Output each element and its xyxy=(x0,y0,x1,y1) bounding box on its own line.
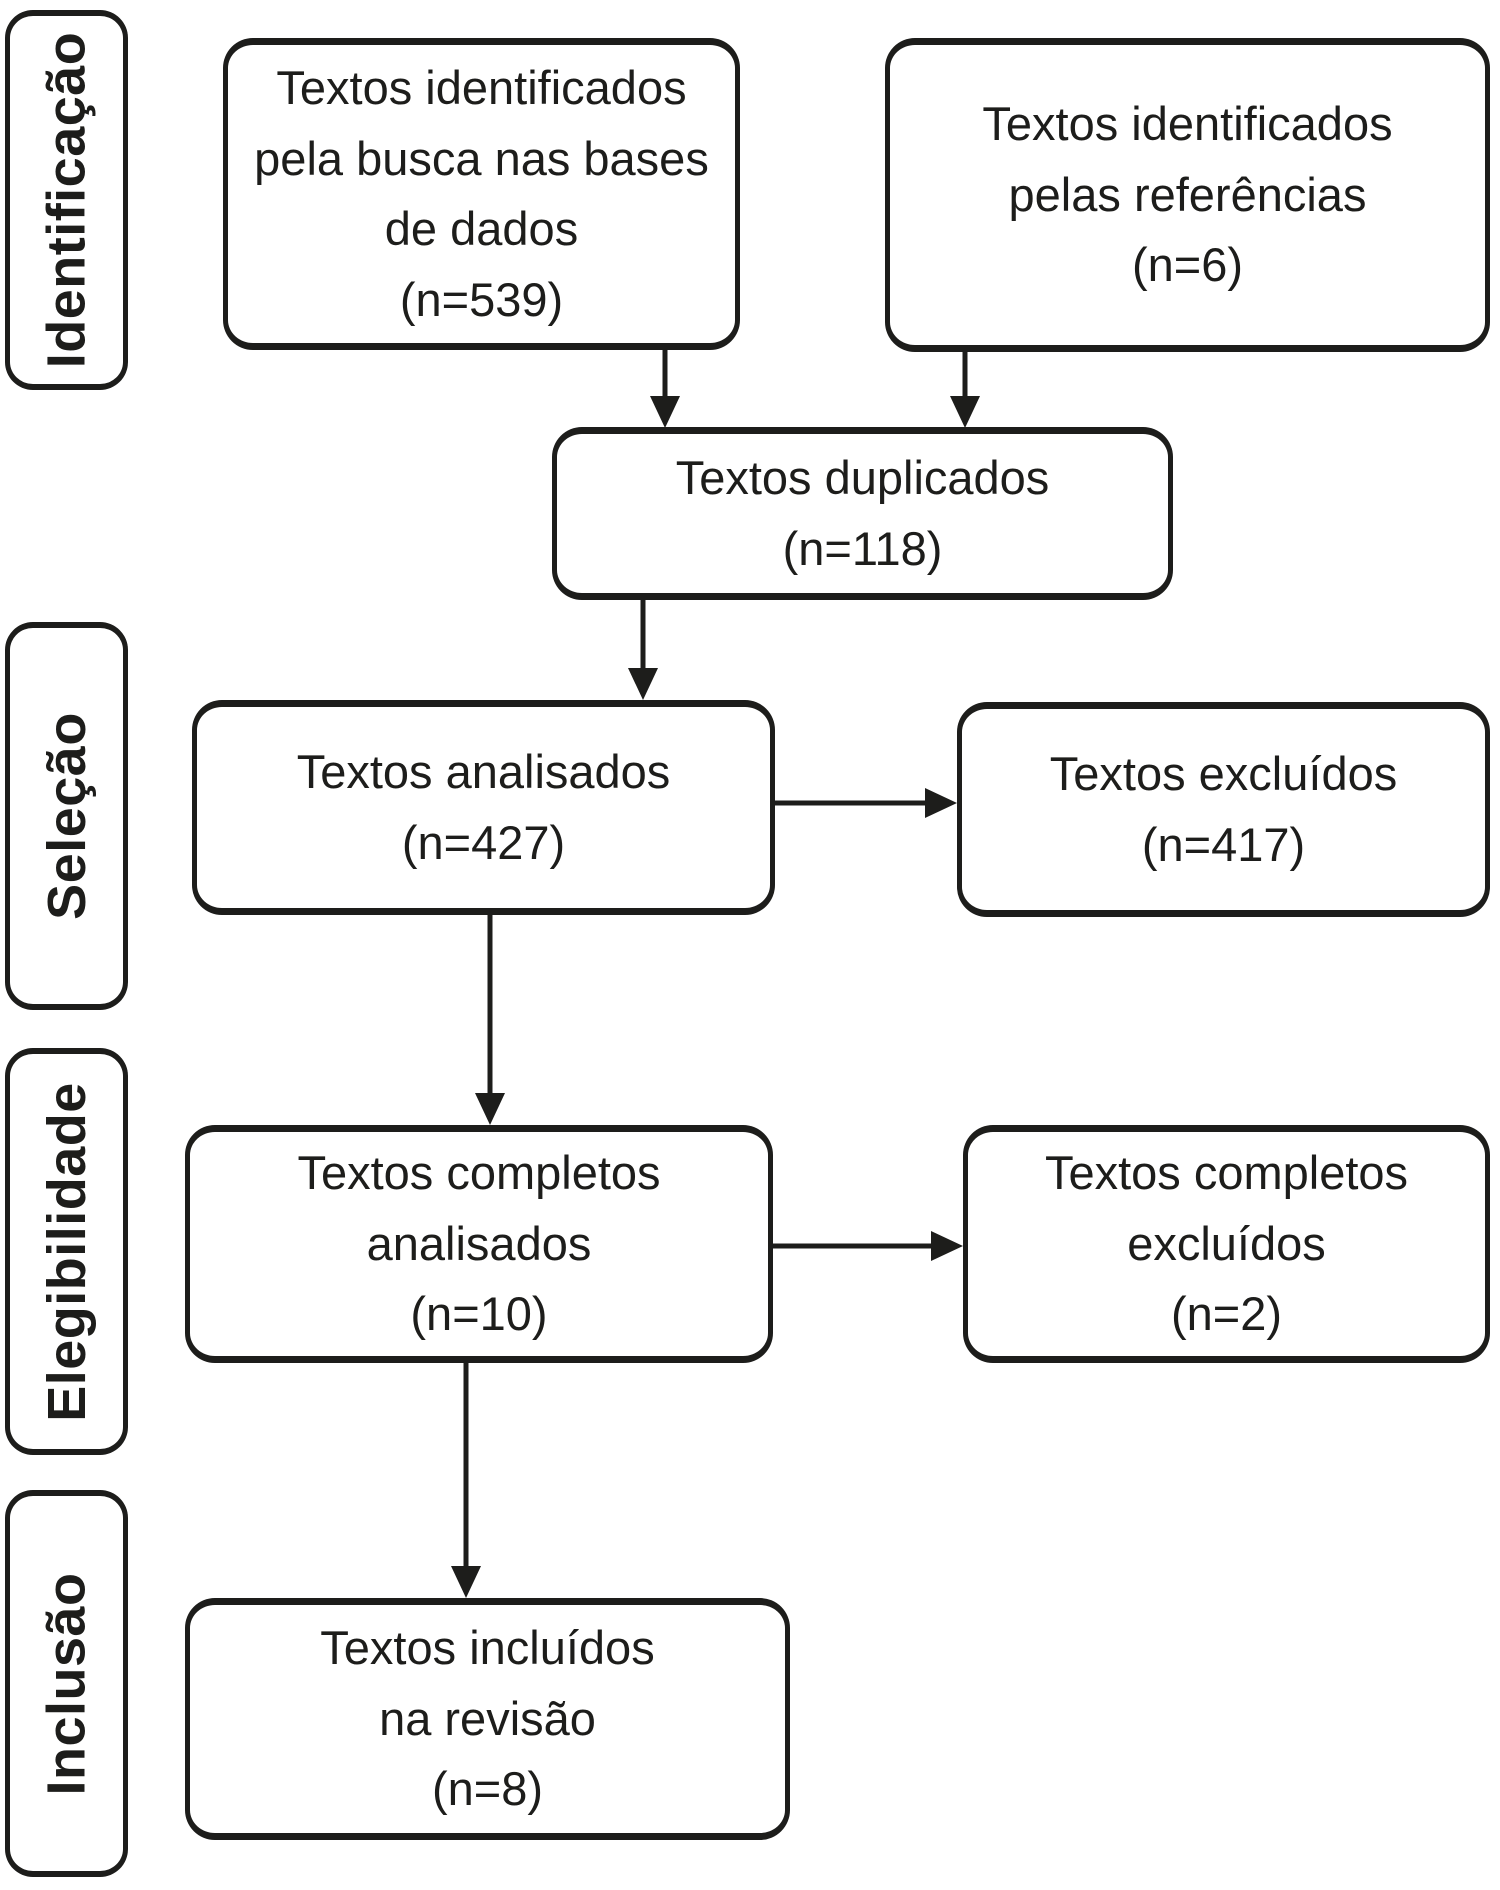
stage-label-text-selecao: Seleção xyxy=(36,712,97,920)
stage-label-identificacao: Identificação xyxy=(5,10,128,390)
stage-label-text-identificacao: Identificação xyxy=(36,31,97,369)
arrow-fulltext-to-included xyxy=(451,1363,481,1598)
stage-label-text-inclusao: Inclusão xyxy=(36,1571,97,1796)
arrow-identified-databases-to-duplicates xyxy=(650,350,680,428)
arrow-identified-references-to-duplicates xyxy=(950,352,980,428)
arrow-screened-to-fulltext xyxy=(475,915,505,1125)
node-fulltext-excluded: Textos completos excluídos (n=2) xyxy=(963,1125,1490,1363)
stage-label-elegibilidade: Elegibilidade xyxy=(5,1048,128,1455)
node-included: Textos incluídos na revisão (n=8) xyxy=(185,1598,790,1840)
node-fulltext: Textos completos analisados (n=10) xyxy=(185,1125,773,1363)
arrow-screened-to-screened-excluded xyxy=(775,788,957,818)
node-screened-excluded: Textos excluídos (n=417) xyxy=(957,702,1490,917)
node-duplicates: Textos duplicados (n=118) xyxy=(552,427,1173,600)
stage-label-inclusao: Inclusão xyxy=(5,1490,128,1877)
node-identified-references: Textos identificados pelas referências (… xyxy=(885,38,1490,352)
stage-label-selecao: Seleção xyxy=(5,622,128,1010)
node-screened: Textos analisados (n=427) xyxy=(192,700,775,915)
arrow-duplicates-to-screened xyxy=(628,600,658,700)
node-identified-databases: Textos identificados pela busca nas base… xyxy=(223,38,740,350)
arrow-fulltext-to-fulltext-excluded xyxy=(773,1231,963,1261)
stage-label-text-elegibilidade: Elegibilidade xyxy=(36,1081,97,1422)
